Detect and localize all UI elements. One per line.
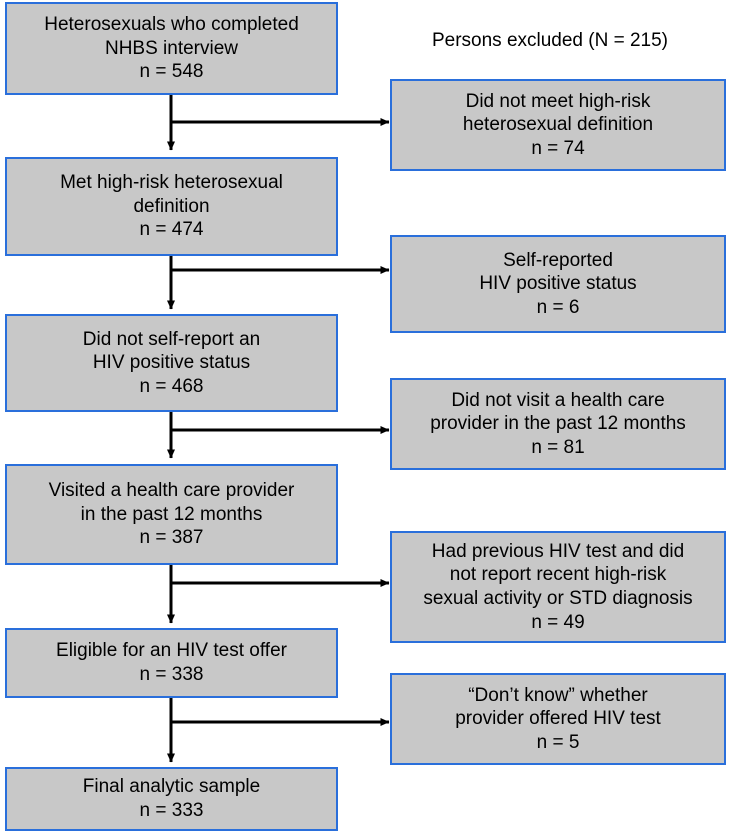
exclusion-box-dont-know-line-3: n = 5: [536, 731, 580, 753]
exclusion-box-dont-know-line-2: provider offered HIV test: [455, 708, 661, 730]
flow-box-visited-provider-line-2: in the past 12 months: [80, 503, 263, 525]
exclusion-box-previous-test-line-3: sexual activity or STD diagnosis: [423, 588, 693, 609]
flow-box-no-self-report[interactable]: Did not self-report an HIV positive stat…: [5, 314, 338, 412]
flow-box-visited-provider-line-3: n = 387: [139, 527, 204, 549]
exclusion-box-not-high-risk-line-3: n = 74: [531, 137, 585, 159]
exclusion-box-no-provider-visit-line-3: n = 81: [531, 436, 585, 458]
flow-box-eligible[interactable]: Eligible for an HIV test offer n = 338: [5, 628, 338, 698]
flow-box-high-risk-line-1: Met high-risk heterosexual: [60, 172, 283, 194]
flow-box-eligible-line-1: Eligible for an HIV test offer: [56, 640, 287, 662]
flow-box-final-sample[interactable]: Final analytic sample n = 333: [5, 767, 338, 831]
flow-box-enrolled-line-1: Heterosexuals who completed: [44, 14, 299, 36]
exclusion-box-no-provider-visit-line-1: Did not visit a health care: [451, 389, 665, 411]
exclusion-box-no-provider-visit[interactable]: Did not visit a health care provider in …: [390, 378, 726, 470]
flow-box-final-sample-line-1: Final analytic sample: [82, 776, 261, 798]
exclusion-box-dont-know-line-1: “Don’t know” whether: [468, 684, 648, 706]
exclusion-box-previous-test-line-2: not report recent high-risk: [449, 564, 667, 586]
flow-box-visited-provider[interactable]: Visited a health care provider in the pa…: [5, 464, 338, 565]
flow-box-eligible-line-2: n = 338: [139, 664, 204, 685]
flow-box-high-risk[interactable]: Met high-risk heterosexual definition n …: [5, 157, 338, 256]
flow-box-high-risk-line-3: n = 474: [139, 219, 204, 241]
flow-box-enrolled-line-2: NHBS interview: [104, 37, 239, 59]
flow-box-final-sample-line-2: n = 333: [139, 800, 204, 821]
flow-box-no-self-report-line-3: n = 468: [139, 375, 204, 397]
exclusion-box-previous-test-line-1: Had previous HIV test and did: [431, 540, 685, 562]
flow-box-no-self-report-line-1: Did not self-report an: [82, 328, 261, 350]
flow-box-enrolled-line-3: n = 548: [139, 61, 204, 83]
flow-box-visited-provider-line-1: Visited a health care provider: [48, 480, 295, 502]
exclusion-box-dont-know[interactable]: “Don’t know” whether provider offered HI…: [390, 673, 726, 765]
exclusion-box-not-high-risk[interactable]: Did not meet high-risk heterosexual defi…: [390, 79, 726, 171]
flow-box-no-self-report-line-2: HIV positive status: [92, 352, 251, 374]
exclusion-box-previous-test-line-4: n = 49: [531, 611, 585, 633]
persons-excluded-header: Persons excluded (N = 215): [431, 30, 669, 51]
exclusion-box-no-provider-visit-line-2: provider in the past 12 months: [430, 413, 686, 435]
exclusion-box-previous-test[interactable]: Had previous HIV test and did not report…: [390, 531, 726, 643]
exclusion-box-self-reported-positive-line-1: Self-reported: [503, 249, 613, 271]
flow-box-high-risk-line-2: definition: [133, 195, 210, 217]
flow-box-enrolled[interactable]: Heterosexuals who completed NHBS intervi…: [5, 2, 338, 95]
exclusion-box-self-reported-positive[interactable]: Self-reported HIV positive status n = 6: [390, 235, 726, 333]
exclusion-box-not-high-risk-line-1: Did not meet high-risk: [465, 90, 651, 112]
exclusion-box-self-reported-positive-line-3: n = 6: [536, 296, 580, 318]
exclusion-box-not-high-risk-line-2: heterosexual definition: [462, 114, 654, 136]
exclusion-box-self-reported-positive-line-2: HIV positive status: [479, 273, 637, 295]
